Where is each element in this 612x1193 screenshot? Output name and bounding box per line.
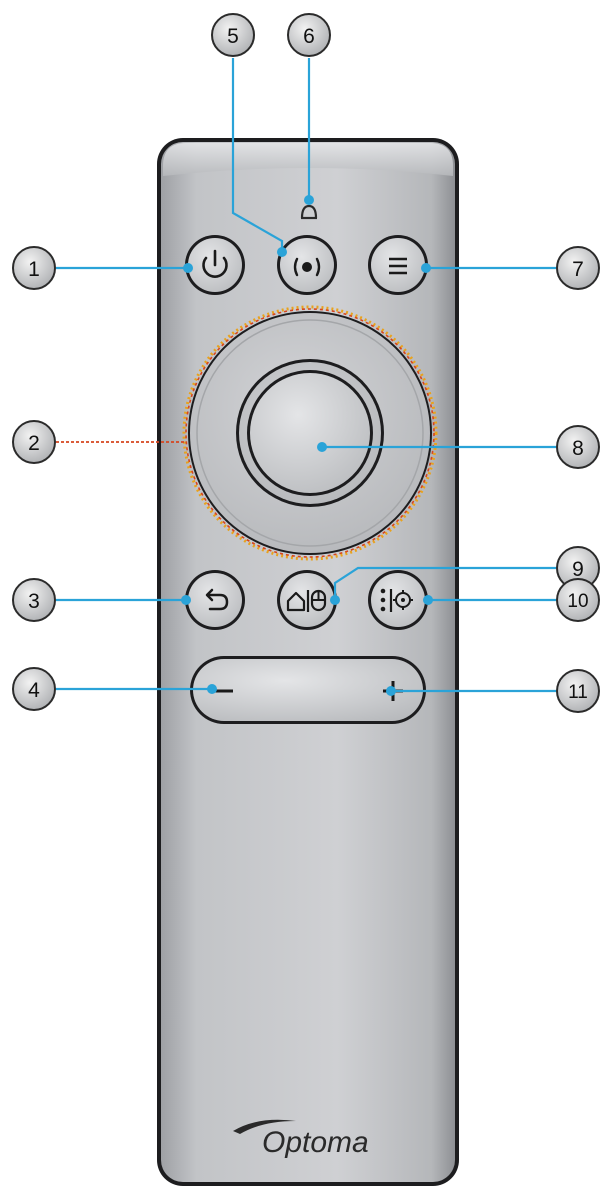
volume-rocker	[190, 656, 426, 724]
callout-1: 1	[12, 246, 56, 290]
callout-3: 3	[12, 578, 56, 622]
menu-button[interactable]	[368, 235, 428, 295]
callout-7-label: 7	[572, 258, 584, 281]
callout-5-label: 5	[227, 25, 239, 48]
callout-6-label: 6	[303, 25, 315, 48]
brand-logo: Optoma	[233, 1119, 369, 1159]
callout-11-label: 11	[568, 682, 588, 703]
options-cursor-button[interactable]	[368, 570, 428, 630]
callout-10-label: 10	[567, 591, 588, 612]
brand-text: Optoma	[262, 1126, 369, 1159]
callout-4-label: 4	[28, 679, 40, 702]
leader-lines	[56, 58, 556, 696]
callout-1-label: 1	[28, 258, 40, 281]
callout-8-label: 8	[572, 437, 584, 460]
laser-button[interactable]	[277, 235, 337, 295]
options-cursor-icon	[380, 588, 413, 612]
callout-3-label: 3	[28, 590, 40, 613]
home-mouse-button[interactable]	[277, 570, 337, 630]
volume-down-button[interactable]	[193, 659, 308, 721]
callout-2: 2	[12, 420, 56, 464]
laser-icon	[293, 257, 321, 277]
home-mouse-icon	[286, 589, 327, 612]
callout-6: 6	[287, 13, 331, 57]
back-button[interactable]	[185, 570, 245, 630]
callout-7: 7	[556, 246, 600, 290]
callout-11: 11	[556, 669, 600, 713]
callout-10: 10	[556, 578, 600, 622]
power-icon	[202, 249, 228, 278]
ir-indicator-icon	[300, 204, 318, 220]
back-icon	[205, 588, 229, 611]
callout-5: 5	[211, 13, 255, 57]
center-ok-button[interactable]	[236, 359, 384, 507]
callout-4: 4	[12, 667, 56, 711]
callout-2-label: 2	[28, 432, 40, 455]
menu-icon	[389, 257, 407, 275]
callout-8: 8	[556, 425, 600, 469]
power-button[interactable]	[185, 235, 245, 295]
callout-9-label: 9	[572, 558, 584, 581]
